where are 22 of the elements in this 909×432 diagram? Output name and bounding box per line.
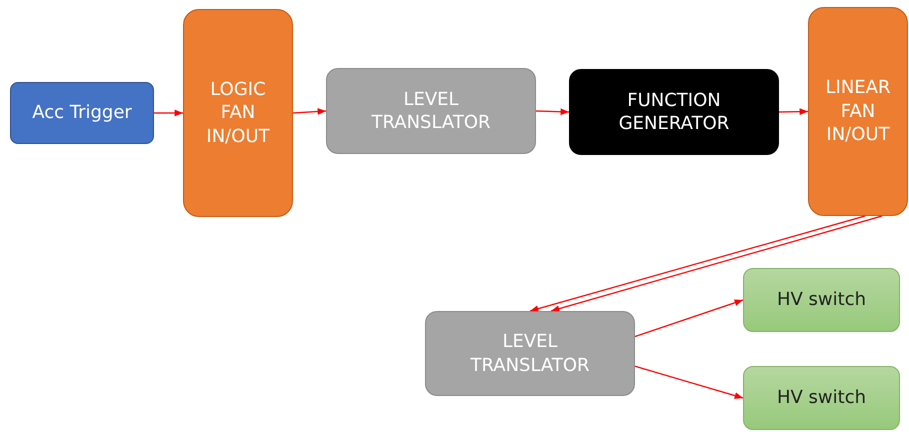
box-label: LEVEL TRANSLATOR bbox=[469, 330, 590, 377]
box-label: HV switch bbox=[776, 386, 866, 410]
arrow bbox=[292, 108, 326, 115]
process-box bbox=[183, 9, 293, 217]
box-label: LINEAR FAN IN/OUT bbox=[826, 76, 890, 147]
box-label: LEVEL TRANSLATOR bbox=[370, 88, 492, 134]
arrow bbox=[634, 366, 744, 399]
box-label: Acc Trigger bbox=[32, 101, 132, 125]
arrow bbox=[154, 110, 183, 116]
process-box bbox=[743, 366, 900, 430]
box-label: LOGIC FAN IN/OUT bbox=[206, 78, 270, 148]
process-box bbox=[743, 268, 900, 332]
arrow bbox=[634, 299, 744, 338]
process-box bbox=[326, 68, 536, 154]
process-box bbox=[425, 311, 635, 396]
arrow bbox=[778, 108, 808, 115]
process-box bbox=[808, 7, 908, 216]
process-box bbox=[10, 82, 154, 144]
box-label: FUNCTION GENERATOR bbox=[618, 88, 730, 136]
arrow bbox=[536, 108, 570, 116]
box-label: HV switch bbox=[776, 288, 866, 312]
process-box bbox=[569, 69, 779, 155]
